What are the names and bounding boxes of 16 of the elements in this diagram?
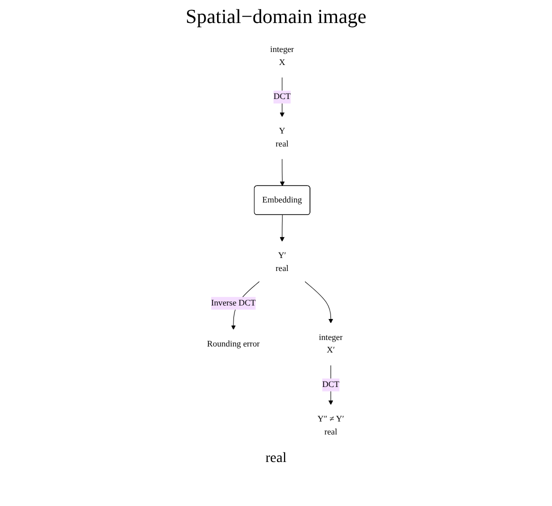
node-text: integer X′	[319, 332, 344, 355]
arrow	[280, 214, 285, 242]
node-text: Y′ real	[276, 251, 289, 274]
arrow	[280, 158, 286, 186]
arrow	[304, 281, 334, 324]
edge-label: DCT	[322, 380, 340, 390]
node-text: integer X	[270, 44, 294, 67]
node-text: Y real	[276, 126, 289, 149]
node-text: Y″ ≠ Y′ real	[318, 414, 345, 436]
arrow	[328, 364, 334, 406]
edge-label: DCT	[274, 92, 292, 102]
edge-label: Inverse DCT	[212, 298, 256, 308]
arrow	[280, 76, 285, 118]
node-text: Rounding error	[207, 339, 260, 348]
note-text: real	[266, 451, 286, 466]
diagram-title: Spatial−domain image	[184, 6, 368, 29]
